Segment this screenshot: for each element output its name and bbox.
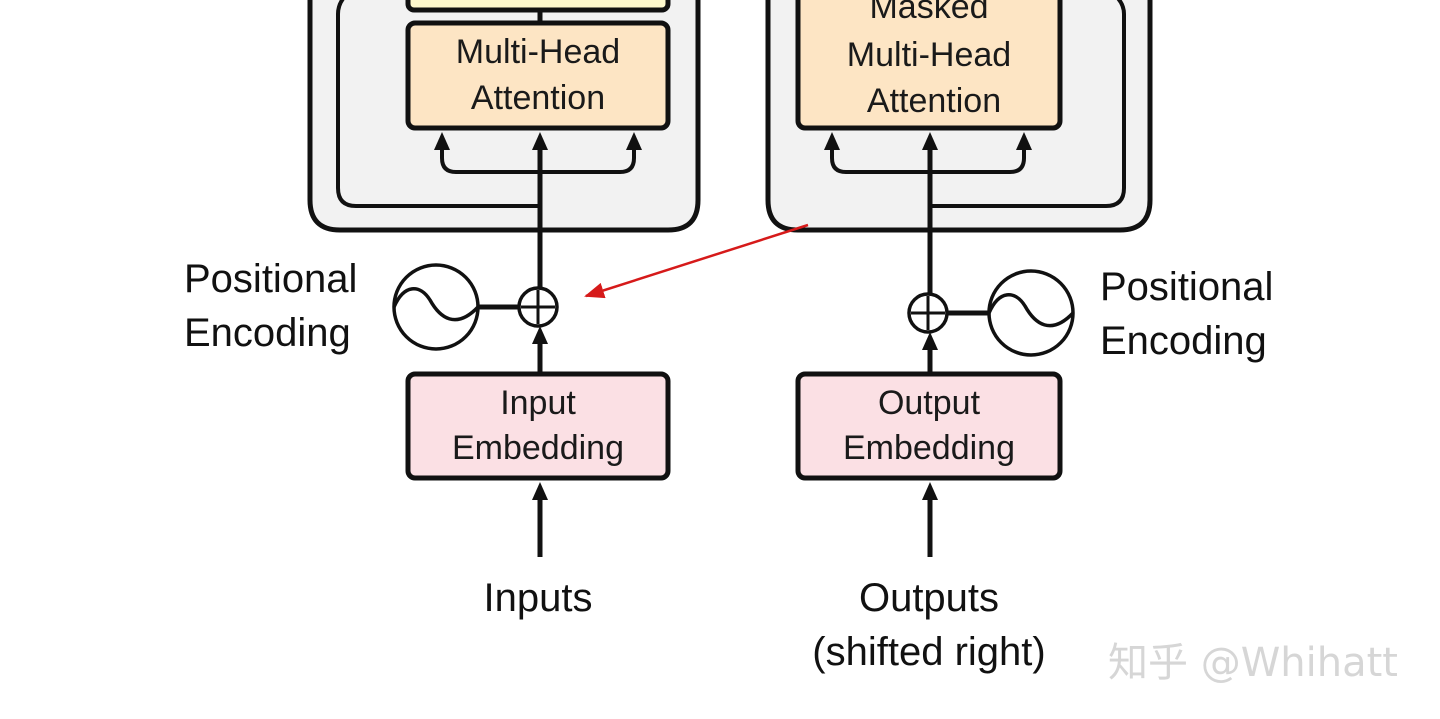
annotation-red-arrow xyxy=(584,223,809,299)
output-embedding-label-line1: Output xyxy=(878,384,981,422)
decoder-positional-label-line2: Encoding xyxy=(1100,319,1267,363)
decoder-main-arrowhead xyxy=(922,132,938,150)
inputs-label: Inputs xyxy=(484,576,593,620)
decoder-positional-label-line1: Positional xyxy=(1100,265,1273,309)
input-embedding-box xyxy=(405,371,671,481)
decoder-attention-label-line3: Attention xyxy=(867,82,1001,120)
encoder-fork-right-arrowhead xyxy=(626,132,642,150)
decoder-residual-line xyxy=(930,0,1126,208)
inputs-arrowhead xyxy=(532,482,548,500)
decoder-fork-right-arrowhead xyxy=(1016,132,1032,150)
decoder-masked-attention-box xyxy=(795,0,1063,131)
encoder-attention-box xyxy=(405,20,671,131)
encoder-positional-label-line2: Encoding xyxy=(184,311,351,355)
encoder-sine-wave xyxy=(392,287,480,322)
decoder-attention-label-line2: Multi-Head xyxy=(847,36,1011,74)
output-embedding-label-line2: Embedding xyxy=(843,429,1015,467)
outputs-arrowhead xyxy=(922,482,938,500)
encoder-fork-left-arrowhead xyxy=(434,132,450,150)
outputs-label-line2: (shifted right) xyxy=(812,630,1045,674)
encoder-attention-label-line1: Multi-Head xyxy=(456,33,620,71)
encoder-main-arrowhead xyxy=(532,132,548,150)
outputs-label-line1: Outputs xyxy=(859,576,999,620)
decoder-sine-wave xyxy=(987,293,1075,328)
encoder-attention-label-line2: Attention xyxy=(471,79,605,117)
decoder-embed-to-add-arrowhead xyxy=(922,332,938,350)
encoder-top-partial-box xyxy=(405,0,671,13)
watermark-text: 知乎 @Whihatt xyxy=(1108,640,1398,686)
input-embedding-label-line1: Input xyxy=(500,384,576,422)
input-embedding-label-line2: Embedding xyxy=(452,429,624,467)
decoder-fork-left-arrowhead xyxy=(824,132,840,150)
encoder-embed-to-add-arrowhead xyxy=(532,326,548,344)
output-embedding-box xyxy=(795,371,1063,481)
encoder-positional-label-line1: Positional xyxy=(184,257,357,301)
encoder-residual-line xyxy=(336,0,540,208)
decoder-attention-label-line1: Masked xyxy=(869,0,988,26)
